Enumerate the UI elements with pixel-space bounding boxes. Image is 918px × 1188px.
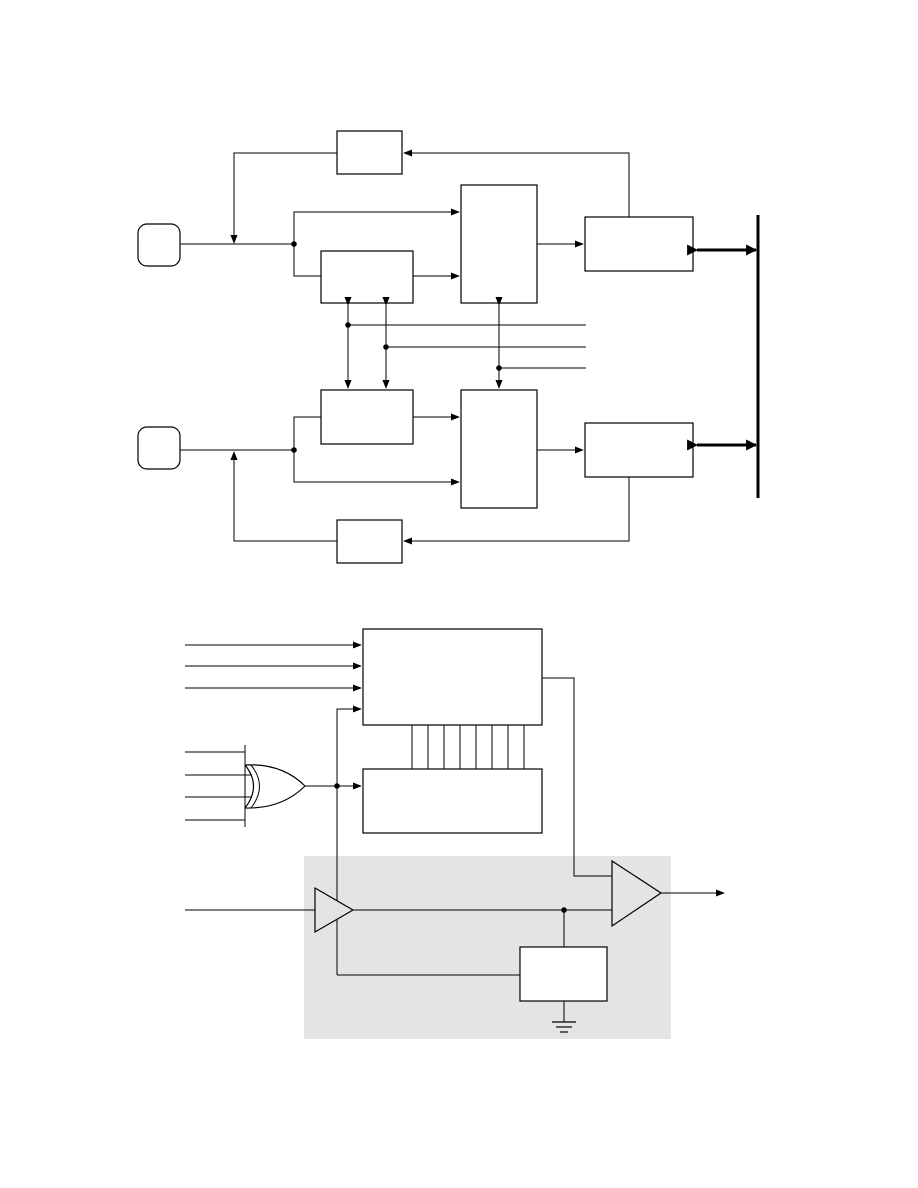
interconnect-lines (411, 725, 525, 769)
logic-circuit (185, 628, 725, 1039)
register-block (362, 628, 543, 726)
feedback-block-top (336, 130, 403, 175)
or-gate-inner (250, 764, 260, 809)
register-output-wire (542, 677, 612, 877)
enable-wire-to-register (336, 705, 362, 975)
bottom-to-latch-wire (293, 416, 321, 450)
shaded-region (304, 856, 671, 1039)
buffer-bottom (584, 422, 694, 478)
pin-top (137, 223, 181, 267)
latch-top (320, 250, 414, 304)
pin-bottom (137, 426, 181, 470)
or-gate (244, 764, 306, 809)
bottom-feedback-wire (403, 477, 630, 545)
top-to-latch-wire (293, 244, 321, 277)
ground-icon (552, 1021, 576, 1033)
output-buffer (611, 859, 663, 928)
bottom-feedback-return-wire (230, 451, 337, 542)
top-feedback-wire (403, 149, 630, 217)
bias-block (519, 946, 608, 1002)
block-diagram (137, 130, 760, 564)
bottom-direct-wire (293, 450, 460, 486)
control-block (362, 768, 543, 834)
mux-bottom (460, 389, 538, 509)
feedback-block-bottom (336, 519, 403, 564)
input-buffer (314, 886, 355, 934)
buffer-top (584, 216, 694, 272)
top-feedback-return-wire (230, 152, 337, 244)
top-direct-wire (293, 208, 460, 244)
mux-top (460, 184, 538, 304)
latch-bottom (320, 389, 414, 445)
